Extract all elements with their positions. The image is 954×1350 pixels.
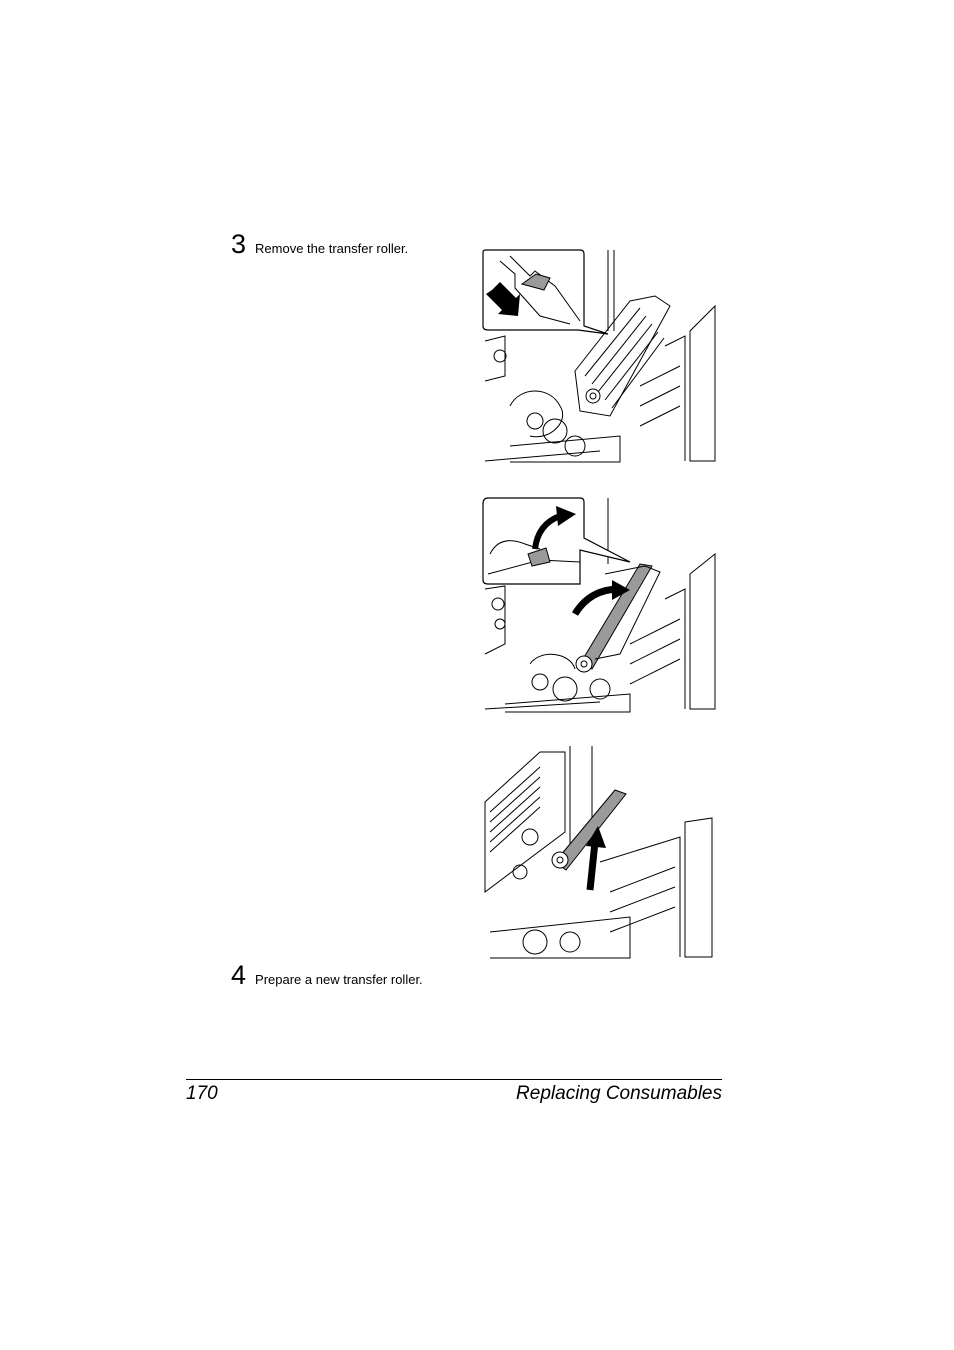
figure-press-latch	[480, 246, 720, 466]
printer-open-latch-press-illustration	[482, 249, 716, 463]
figure-lift-roller	[480, 494, 720, 714]
printer-lift-roller-lever-illustration	[482, 497, 716, 713]
step-4: 4 Prepare a new transfer roller.	[231, 962, 423, 989]
step-number: 4	[231, 960, 247, 990]
step-text: Prepare a new transfer roller.	[255, 972, 423, 987]
footer-rule	[186, 1079, 722, 1080]
section-title: Replacing Consumables	[516, 1083, 722, 1104]
page-number: 170	[186, 1083, 218, 1104]
figure-remove-roller	[480, 742, 720, 962]
step-number: 3	[231, 229, 247, 259]
printer-remove-roller-illustration	[484, 746, 713, 959]
step-text: Remove the transfer roller.	[255, 241, 409, 256]
step-3: 3 Remove the transfer roller.	[231, 231, 408, 258]
